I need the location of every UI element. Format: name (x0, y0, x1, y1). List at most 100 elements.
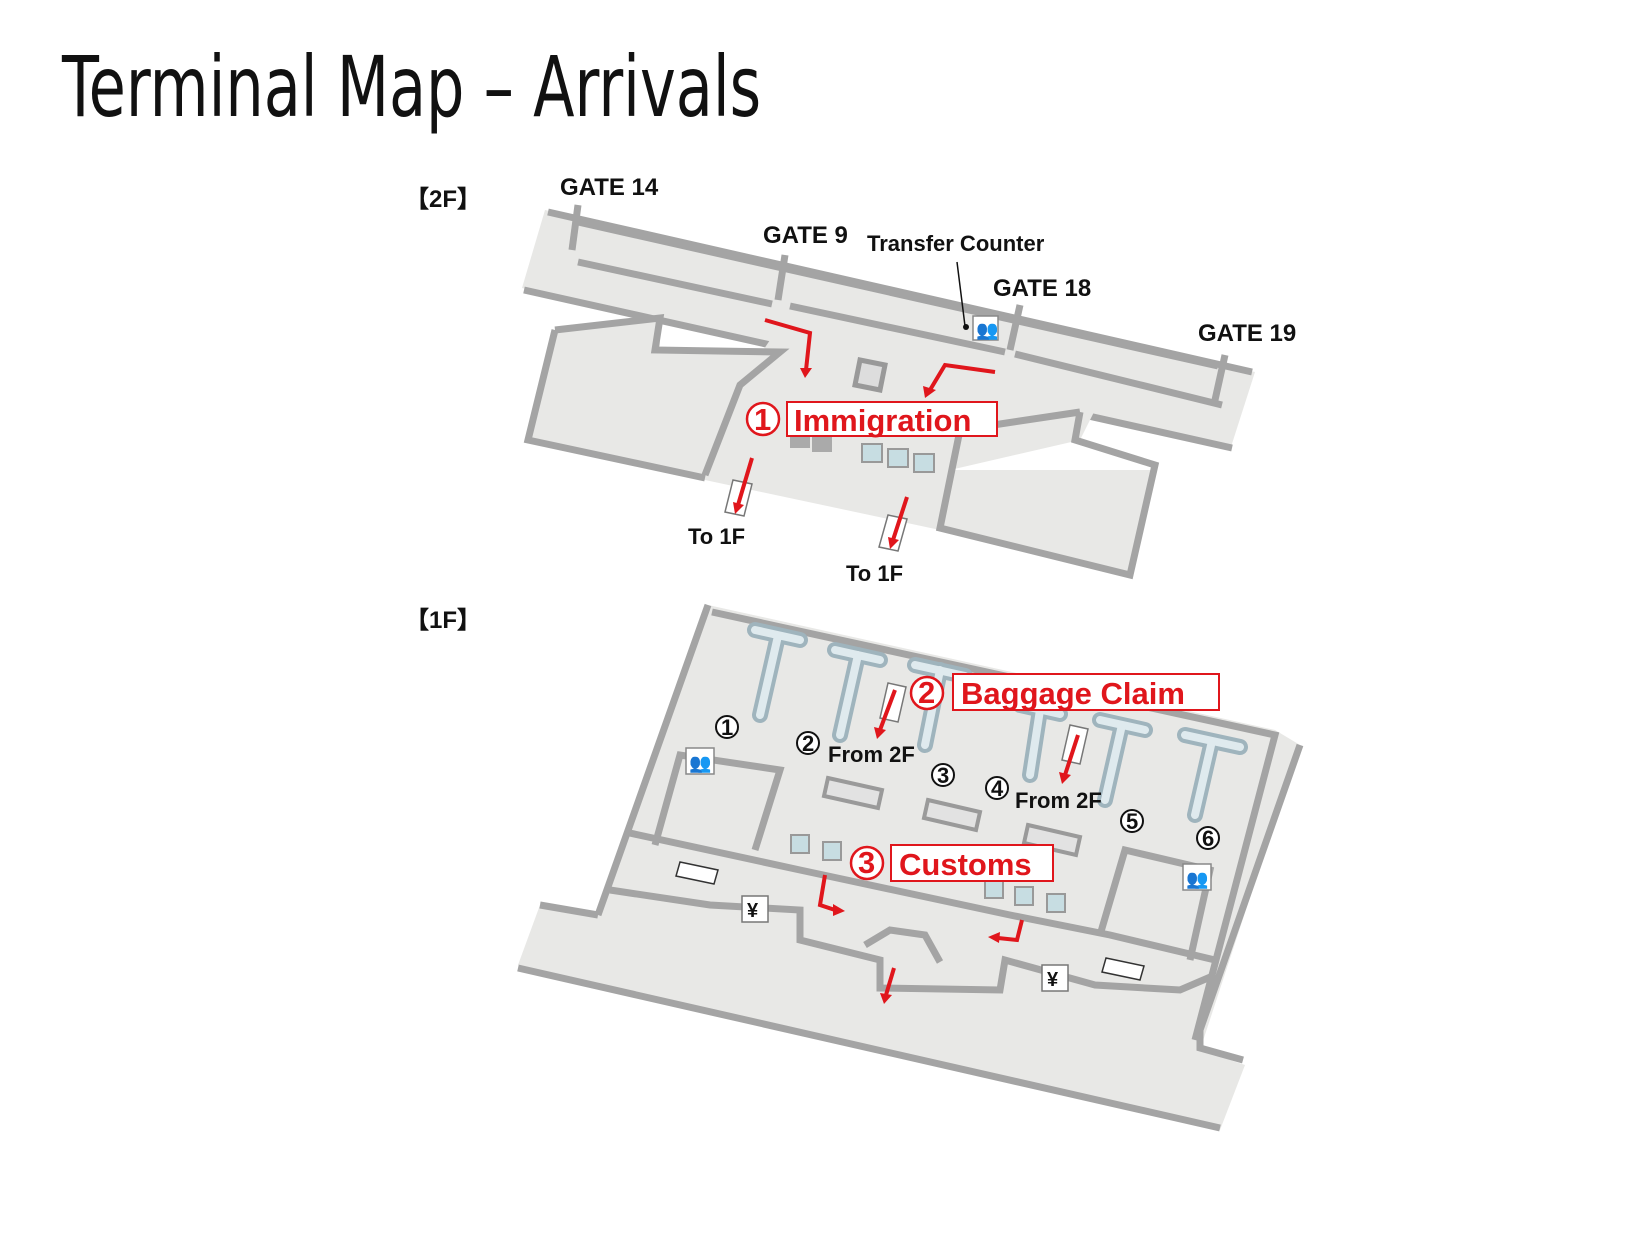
escalator-icon (878, 496, 909, 552)
leader-line (956, 261, 966, 327)
to-1f-label: To 1F (846, 561, 903, 586)
wall (577, 218, 1219, 370)
belt-number: 3 (937, 763, 949, 788)
step-baggage-claim: 2 Baggage Claim (909, 673, 1220, 711)
counters (790, 775, 1083, 913)
arrowhead (800, 368, 812, 378)
belt-numbers: 1 2 3 4 5 6 (715, 715, 1220, 851)
wall (539, 901, 599, 919)
booth (887, 448, 909, 468)
step-customs: 3 Customs (849, 844, 1054, 882)
belt-number-badge (985, 776, 1009, 800)
transfer-counter-label: Transfer Counter (867, 231, 1045, 256)
floor-2f-map: 【2F】 GATE 14 GATE 9 GATE 18 GATE 19 (405, 174, 1296, 586)
arrowhead (988, 932, 1000, 943)
belt-inner (831, 646, 884, 739)
gate-wall (1006, 304, 1024, 351)
gate-wall (1211, 354, 1229, 401)
arrowhead (833, 904, 845, 916)
pillar (852, 357, 888, 393)
belt-number: 1 (721, 715, 733, 740)
to-1f-label: To 1F (688, 524, 745, 549)
step-number-badge (745, 401, 781, 437)
wall (577, 258, 773, 308)
step-number-badge (909, 675, 945, 711)
gate-9-label: GATE 9 (763, 222, 848, 249)
escalator-icon (724, 457, 754, 517)
restroom-icon: 👥 (972, 315, 999, 341)
page-title: Terminal Map – Arrivals (62, 38, 762, 136)
belt-number-badge (796, 731, 820, 755)
floor-label-2f: 【2F】 (405, 186, 481, 213)
customs-booth (822, 841, 842, 861)
step-number: 3 (858, 845, 875, 880)
belt-number-badge (1196, 826, 1220, 850)
belt-number: 4 (991, 776, 1004, 801)
svg-text:👥: 👥 (689, 753, 711, 773)
step-label: Immigration (794, 403, 971, 438)
wall (789, 302, 1006, 356)
wall (554, 314, 790, 477)
escalator-icon (874, 682, 907, 739)
gate-wall (774, 254, 789, 301)
wall (1096, 845, 1215, 961)
arrowhead (880, 993, 892, 1004)
customs-booth (984, 879, 1004, 899)
customs-booth (1014, 886, 1034, 906)
belt-inner (1181, 731, 1244, 819)
step-number: 1 (754, 402, 771, 437)
currency-exchange-icon: ¥ (1041, 964, 1069, 992)
wall (594, 603, 712, 917)
route-arrow (764, 318, 813, 371)
belt-number-badge (931, 763, 955, 787)
wall (863, 926, 944, 964)
wall (711, 608, 1280, 1041)
from-2f-label: From 2F (1015, 788, 1102, 813)
customs-booth (790, 834, 810, 854)
wall (651, 751, 785, 852)
belt-inner (1096, 716, 1149, 804)
wall (1196, 743, 1304, 1064)
gate-18-label: GATE 18 (993, 275, 1091, 302)
floor-label-1f: 【1F】 (405, 607, 481, 634)
currency-symbol: ¥ (1047, 969, 1059, 991)
counter (921, 797, 983, 833)
step-label: Baggage Claim (961, 676, 1185, 711)
wall (1014, 350, 1223, 409)
belt-number: 5 (1126, 809, 1138, 834)
gate-14-label: GATE 14 (560, 174, 659, 201)
belt-number: 2 (802, 731, 814, 756)
floor-1f-map: 【1F】 1 2 (405, 603, 1304, 1132)
step-label: Customs (899, 847, 1032, 882)
hall-2f (525, 320, 1155, 575)
route-arrow (997, 919, 1024, 943)
step-box (786, 401, 998, 437)
route-arrow (928, 362, 996, 392)
immigration-booths (790, 432, 935, 473)
currency-exchange-icon: ¥ (741, 895, 769, 923)
leader-dot (963, 324, 969, 330)
gate-19-label: GATE 19 (1198, 320, 1296, 347)
gate-wall (568, 204, 582, 251)
svg-text:👥: 👥 (1186, 869, 1208, 889)
step-number-badge (849, 845, 885, 881)
restroom-icon: 👥 (1182, 863, 1212, 891)
belt-number-badge (1120, 809, 1144, 833)
wall (523, 329, 706, 482)
route-arrow (817, 874, 836, 912)
escalator-icon (1059, 724, 1089, 784)
counter (821, 775, 885, 811)
step-box (890, 844, 1054, 882)
from-2f-label: From 2F (828, 742, 915, 767)
belt-number: 6 (1202, 826, 1214, 851)
step-immigration: 1 Immigration (745, 401, 998, 438)
step-box (952, 673, 1220, 711)
wall (609, 886, 1217, 994)
wall (517, 964, 1221, 1132)
svg-text:👥: 👥 (976, 320, 998, 340)
currency-symbol: ¥ (747, 900, 759, 922)
step-number: 2 (918, 675, 935, 710)
restroom-icon: 👥 (685, 747, 715, 775)
belt-number-badge (715, 715, 739, 739)
